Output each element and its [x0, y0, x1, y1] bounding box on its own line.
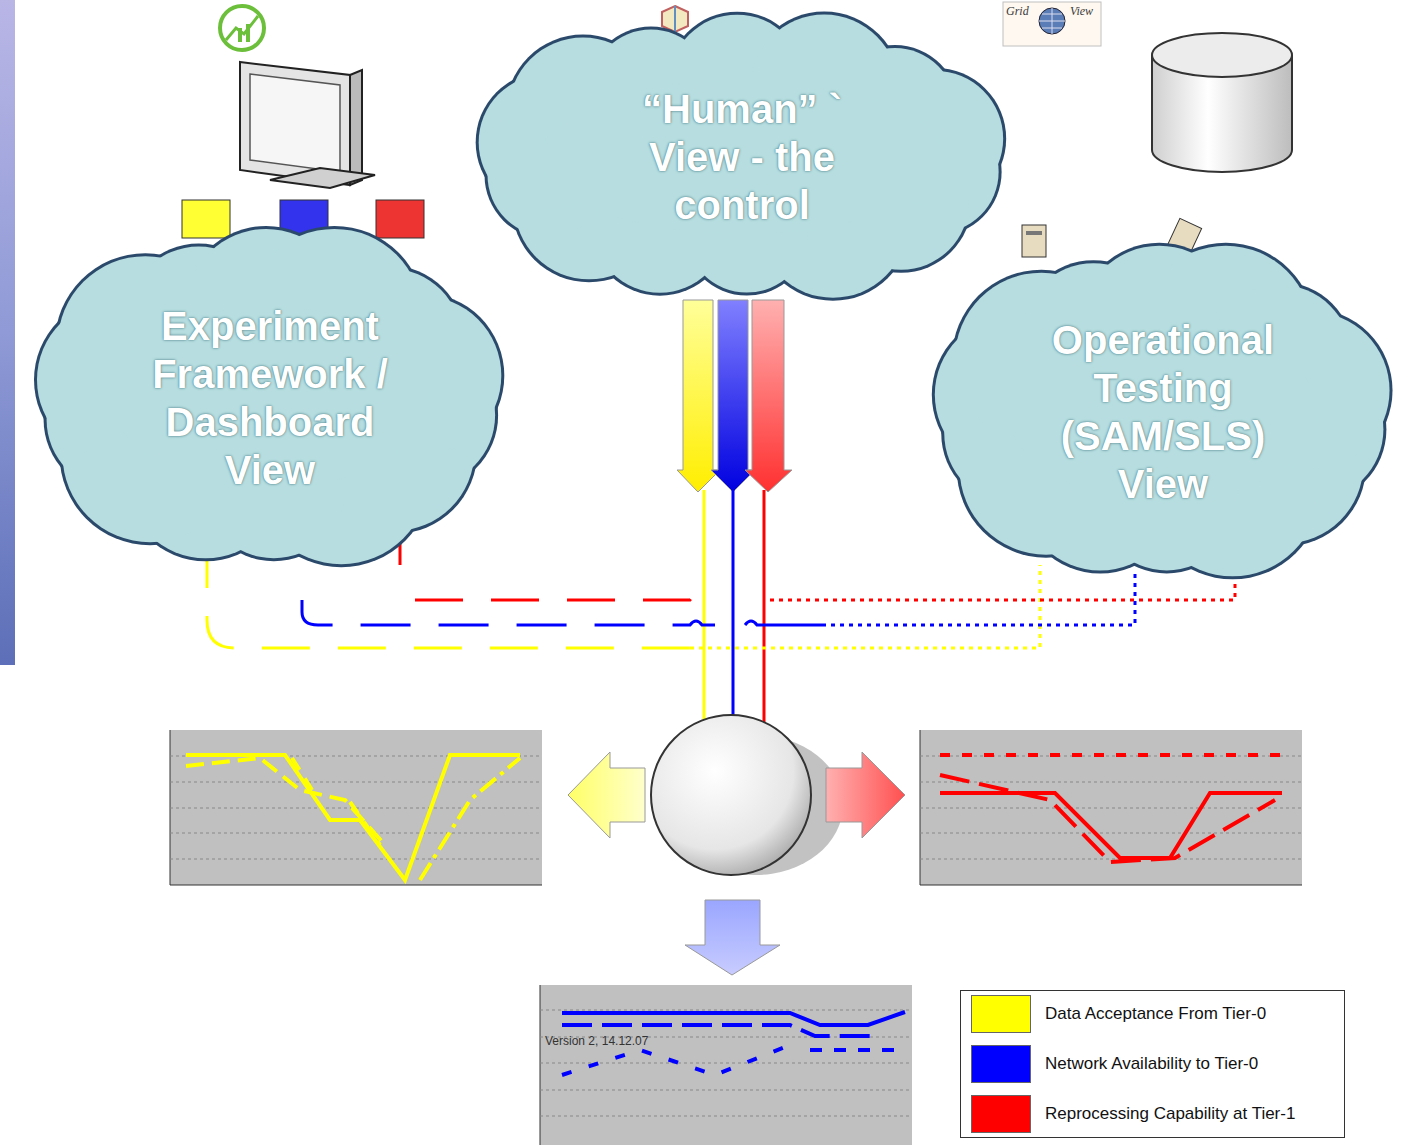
arrow-left [568, 752, 645, 838]
cloud-label: “Human” ` View - the control [597, 85, 887, 229]
control-circle [651, 715, 843, 875]
chart-yellow [170, 730, 542, 885]
database [1152, 33, 1292, 172]
legend-row: Reprocessing Capability at Tier-1 [971, 1095, 1334, 1133]
cloud-shape [918, 232, 1408, 592]
legend-text: Reprocessing Capability at Tier-1 [1045, 1104, 1330, 1124]
legend-swatch [971, 1045, 1031, 1083]
cloud-shape [20, 215, 520, 580]
legend-row: Network Availability to Tier-0 [971, 1045, 1334, 1083]
legend-row: Data Acceptance From Tier-0 [971, 995, 1334, 1033]
cloud-node: “Human” ` View - the control [462, 2, 1022, 312]
monitor-icon [220, 6, 264, 50]
monitor [240, 62, 375, 188]
legend-text: Data Acceptance From Tier-0 [1045, 1004, 1330, 1024]
legend-swatch [971, 1095, 1031, 1133]
version-note: Version 2, 14.12.07 [545, 1034, 648, 1048]
cube-icon [662, 6, 688, 32]
flow-arrows [677, 300, 792, 492]
cloud-label: Operational Testing (SAM/SLS) View [1013, 316, 1313, 508]
cloud-label: Experiment Framework / Dashboard View [120, 302, 420, 494]
logo-text: Grid [1006, 4, 1029, 19]
arrow-down [685, 900, 780, 975]
chart-blue [540, 985, 912, 1145]
logo-text: View [1070, 4, 1093, 19]
background-strip [0, 0, 15, 665]
chart-red [920, 730, 1302, 885]
cloud-node: Operational Testing (SAM/SLS) View [918, 232, 1408, 592]
arrow-right [826, 752, 905, 838]
feed-lines [704, 490, 764, 730]
legend-text: Network Availability to Tier-0 [1045, 1054, 1330, 1074]
legend-swatch [971, 995, 1031, 1033]
cloud-node: Experiment Framework / Dashboard View [20, 215, 520, 580]
logo [1003, 2, 1101, 46]
legend: Data Acceptance From Tier-0Network Avail… [960, 990, 1345, 1138]
